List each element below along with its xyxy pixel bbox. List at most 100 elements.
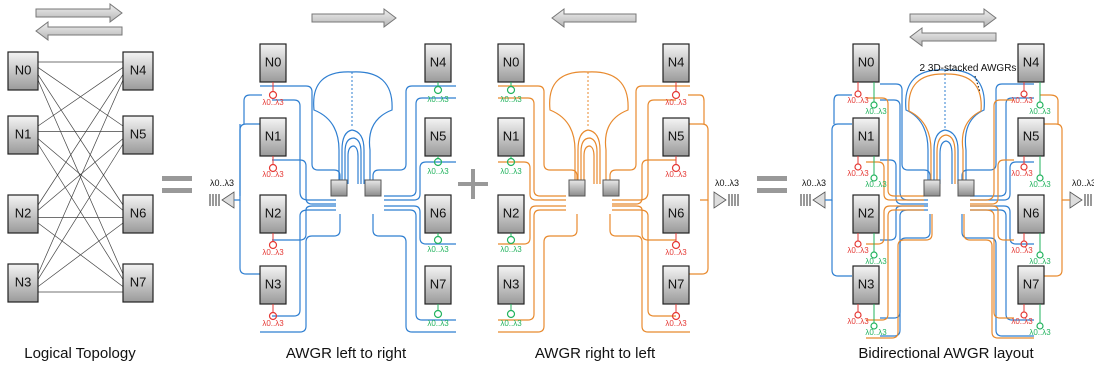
right-arrow-icon <box>311 8 397 28</box>
wavelength-label: λ0..λ3 <box>1029 328 1051 337</box>
svg-text:N1: N1 <box>503 128 520 143</box>
awgr-block-icon <box>364 179 382 197</box>
awgr-block-icon <box>957 179 975 197</box>
caption-bidirectional-awgr: Bidirectional AWGR layout <box>858 345 1034 362</box>
wavelength-label: λ0..λ3 <box>427 319 449 328</box>
svg-text:N6: N6 <box>668 205 685 220</box>
node-n2: N2 <box>852 194 880 234</box>
wavelength-source-icon <box>1069 191 1092 209</box>
node-n7: N7 <box>424 265 452 305</box>
svg-text:N3: N3 <box>265 276 282 291</box>
topology-links <box>37 61 124 293</box>
awgr-block-icon <box>330 179 348 197</box>
caption-logical-topology: Logical Topology <box>24 345 136 362</box>
ring-resonators-left <box>854 82 878 330</box>
wavelength-label: λ0..λ3 <box>865 107 887 116</box>
svg-text:N2: N2 <box>15 205 32 220</box>
node-n2: N2 <box>259 194 287 234</box>
node-n0: N0 <box>497 43 525 83</box>
panel-bidirectional-awgr: λ0..λ3 λ0..λ3 <box>800 8 1094 362</box>
wavelength-label: λ0..λ3 <box>865 257 887 266</box>
node-n3: N3 <box>259 265 287 305</box>
node-n1: N1 <box>259 117 287 157</box>
svg-text:N6: N6 <box>430 205 447 220</box>
plus-operator <box>458 169 488 199</box>
topology-link <box>37 74 124 206</box>
wavelength-label: λ0..λ3 <box>865 328 887 337</box>
svg-text:N7: N7 <box>1023 276 1040 291</box>
wavelength-label: λ0..λ3 <box>500 167 522 176</box>
wavelength-source-icon <box>713 191 739 209</box>
svg-text:N1: N1 <box>15 126 32 141</box>
svg-text:N7: N7 <box>130 274 147 289</box>
wavelength-label: λ0..λ3 <box>1029 257 1051 266</box>
svg-text:N5: N5 <box>1023 128 1040 143</box>
node-n2: N2 <box>7 194 39 234</box>
wavelength-source-icon <box>800 191 826 209</box>
node-n5: N5 <box>662 117 690 157</box>
wavelength-label: λ0..λ3 <box>665 98 687 107</box>
svg-text:N4: N4 <box>1023 54 1040 69</box>
wavelength-label: λ0..λ3 <box>262 319 284 328</box>
wavelength-label: λ0..λ3 <box>847 169 869 178</box>
wavelength-label: λ0..λ3 <box>500 95 522 104</box>
node-n7: N7 <box>1017 265 1045 305</box>
node-n4: N4 <box>1017 43 1045 83</box>
wavelength-label: λ0..λ3 <box>262 170 284 179</box>
svg-text:N2: N2 <box>503 205 520 220</box>
wavelength-label: λ0..λ3 <box>500 245 522 254</box>
wavelength-label: λ0..λ3 <box>1011 169 1033 178</box>
ring-resonators-red <box>268 82 278 321</box>
svg-text:N1: N1 <box>265 128 282 143</box>
wavelength-label: λ0..λ3 <box>427 167 449 176</box>
wavelength-label: λ0..λ3 <box>1029 180 1051 189</box>
wavelength-label: λ0..λ3 <box>665 248 687 257</box>
wavelength-label: λ0..λ3 <box>1011 246 1033 255</box>
waveguides-combined <box>825 69 1070 339</box>
node-n0: N0 <box>852 43 880 83</box>
topology-link <box>37 79 124 275</box>
wavelength-label: λ0..λ3 <box>210 178 234 188</box>
node-n6: N6 <box>1017 194 1045 234</box>
node-n4: N4 <box>662 43 690 83</box>
wavelength-label: λ0..λ3 <box>665 170 687 179</box>
ring-resonators-red <box>671 82 681 321</box>
wavelength-label: λ0..λ3 <box>262 98 284 107</box>
wavelength-label: λ0..λ3 <box>1011 96 1033 105</box>
caption-awgr-right-to-left: AWGR right to left <box>535 345 656 362</box>
wavelength-label: λ0..λ3 <box>847 317 869 326</box>
svg-text:N2: N2 <box>265 205 282 220</box>
awgr-block-icon <box>568 179 586 197</box>
node-n7: N7 <box>662 265 690 305</box>
topology-link <box>37 222 124 287</box>
left-arrow-icon <box>35 21 123 41</box>
svg-text:N0: N0 <box>265 54 282 69</box>
node-n6: N6 <box>122 194 154 234</box>
svg-text:N3: N3 <box>15 274 32 289</box>
svg-text:N6: N6 <box>1023 205 1040 220</box>
node-n4: N4 <box>122 51 154 91</box>
wavelength-label: λ0..λ3 <box>847 246 869 255</box>
svg-text:N2: N2 <box>858 205 875 220</box>
left-arrow-icon <box>551 8 637 28</box>
waveguides-blue <box>234 71 456 333</box>
equals-operator-2 <box>757 176 787 193</box>
node-n5: N5 <box>424 117 452 157</box>
svg-text:N5: N5 <box>668 128 685 143</box>
svg-text:N0: N0 <box>15 62 32 77</box>
node-n1: N1 <box>7 115 39 155</box>
panel-logical-topology: N0 N1 N2 N3 N4 N5 N6 N7 Logical Topology <box>7 3 154 362</box>
node-n7: N7 <box>122 263 154 303</box>
topology-link <box>37 143 124 280</box>
wavelength-label: λ0..λ3 <box>802 178 826 188</box>
ring-resonators-right <box>1020 82 1044 330</box>
node-n3: N3 <box>497 265 525 305</box>
node-n1: N1 <box>852 117 880 157</box>
node-n2: N2 <box>497 194 525 234</box>
svg-text:N3: N3 <box>858 276 875 291</box>
svg-text:N0: N0 <box>858 54 875 69</box>
awgr-block-icon <box>602 179 620 197</box>
svg-text:N7: N7 <box>668 276 685 291</box>
wavelength-source-icon <box>209 191 235 209</box>
